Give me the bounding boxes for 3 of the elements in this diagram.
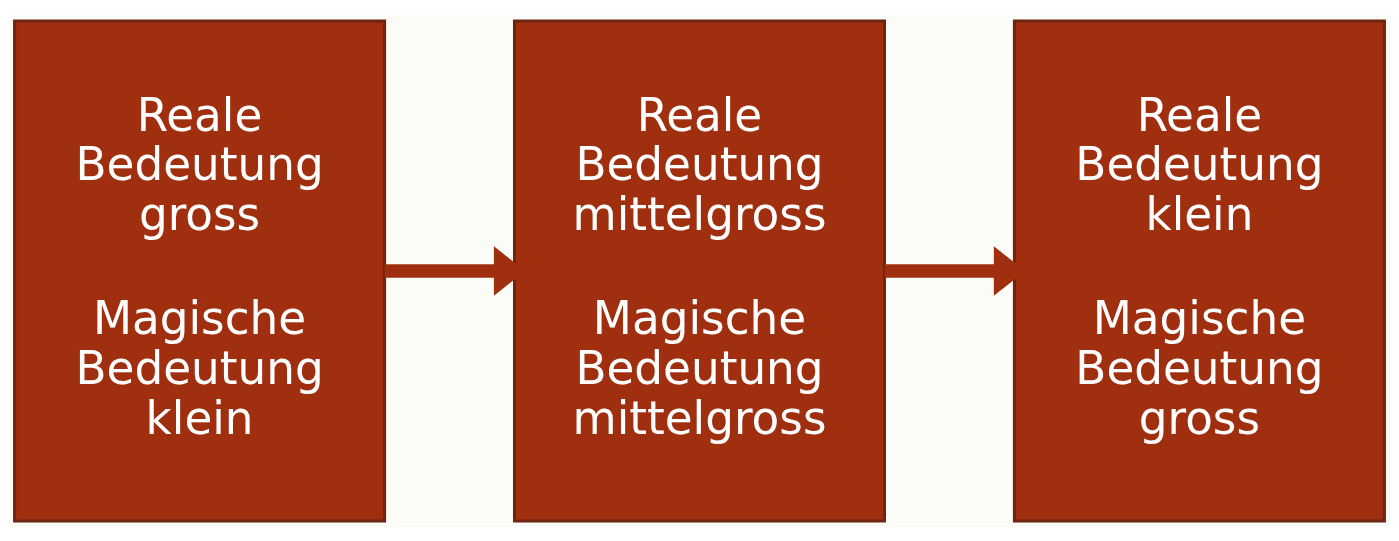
node-box: Reale Bedeutung klein Magische Bedeutung gross — [1012, 19, 1386, 522]
node-box: Reale Bedeutung mittelgross Magische Bedeutung mittelgross — [513, 19, 886, 522]
node-box: Reale Bedeutung gross Magische Bedeutung klein — [13, 19, 387, 522]
